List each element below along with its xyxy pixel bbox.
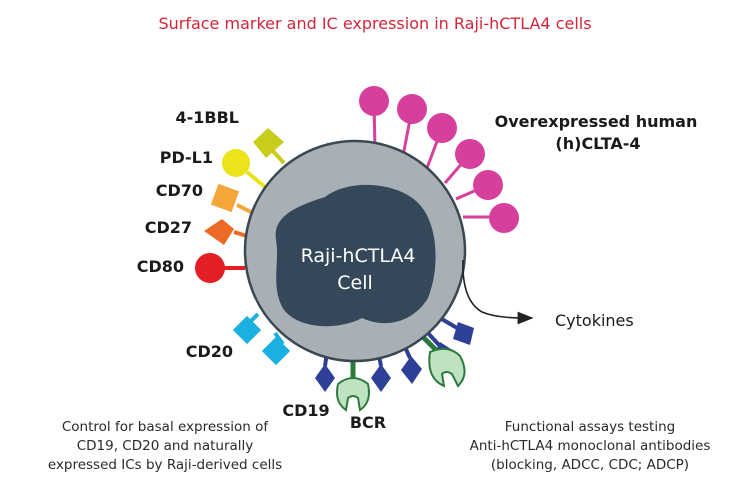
cell-nucleus [275,184,436,327]
caption-left-line: CD19, CD20 and naturally [76,438,254,454]
caption-right-line: (blocking, ADCC, CDC; ADCP) [490,457,690,473]
label-pd-l1: PD-L1 [160,148,213,167]
cell-label-line1: Raji-hCTLA4 [301,245,416,267]
label-bcr: BCR [350,413,386,432]
label-cd70: CD70 [156,181,203,200]
cd80-marker [195,253,245,283]
label-ctla4-line2: (h)CLTA-4 [555,134,640,153]
label-cd20: CD20 [186,342,233,361]
label-ctla4-line1: Overexpressed human [495,112,698,131]
caption-right-line: Functional assays testing [504,419,676,435]
caption-left-line: expressed ICs by Raji-derived cells [47,457,283,473]
ctla4-receptors [359,86,519,233]
bbl-marker [253,128,286,165]
cell-label-line2: Cell [337,272,373,294]
caption-right-line: Anti-hCTLA4 monoclonal antibodies [469,438,711,454]
cd70-marker [210,183,254,215]
caption-left: Control for basal expression of CD19, CD… [15,418,315,475]
label-cd19: CD19 [282,401,329,420]
label-cytokines: Cytokines [555,311,634,330]
pdl1-marker [222,149,267,189]
cd27-marker [204,219,248,245]
caption-left-line: Control for basal expression of [61,419,269,435]
bcr-receptors [336,334,466,412]
label-cd27: CD27 [145,218,192,237]
label-cd80: CD80 [137,257,184,276]
label-4-1bbl: 4-1BBL [176,108,240,127]
cytokines-arrow [462,259,534,325]
diagram-title: Surface marker and IC expression in Raji… [158,14,592,33]
caption-right: Functional assays testing Anti-hCTLA4 mo… [440,418,740,475]
